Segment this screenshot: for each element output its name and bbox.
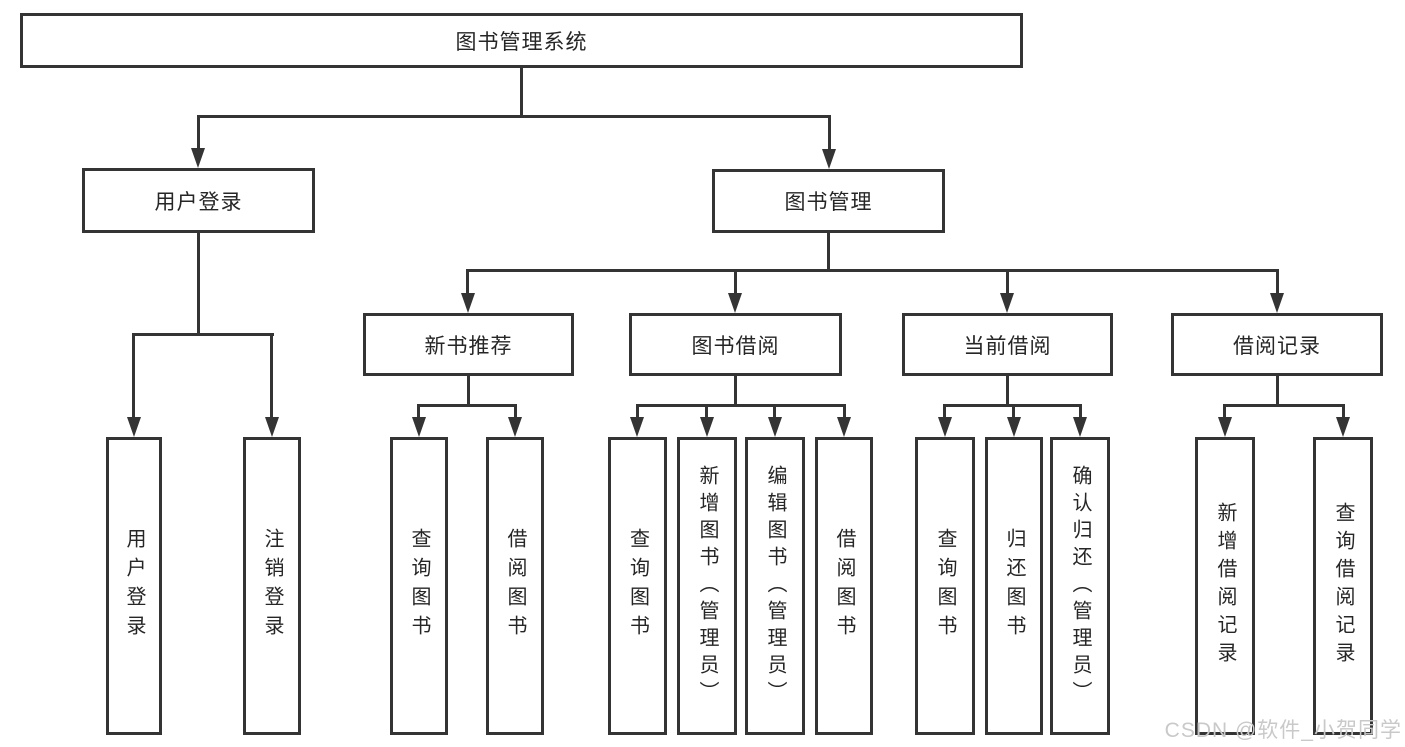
connector-line (1012, 404, 1015, 419)
connector-line (417, 404, 420, 419)
node-book-borrow: 图书借阅 (629, 313, 842, 376)
leaf-borrow-query-book: 查询图书 (608, 437, 667, 735)
connector-line (1276, 269, 1279, 296)
connector-line (1342, 404, 1345, 419)
arrow-down (127, 417, 141, 437)
connector-line (636, 404, 846, 407)
arrow-down (1007, 417, 1021, 437)
leaf-records-query-record: 查询借阅记录 (1313, 437, 1373, 735)
arrow-down (1000, 293, 1014, 313)
arrow-down (700, 417, 714, 437)
arrow-down (1336, 417, 1350, 437)
arrow-down (265, 417, 279, 437)
leaf-current-confirm-return-admin: 确认归还（管理员） (1050, 437, 1110, 735)
arrow-down (1218, 417, 1232, 437)
connector-line (1276, 376, 1279, 407)
leaf-borrow-edit-book-admin: 编辑图书（管理员） (745, 437, 805, 735)
node-book-management: 图书管理 (712, 169, 945, 233)
node-user-login: 用户登录 (82, 168, 315, 233)
node-current-borrow: 当前借阅 (902, 313, 1113, 376)
connector-line (197, 233, 200, 336)
connector-line (132, 333, 274, 336)
connector-line (827, 233, 830, 272)
connector-line (1079, 404, 1082, 419)
connector-line (467, 376, 470, 407)
connector-line (773, 404, 776, 419)
arrow-down (461, 293, 475, 313)
connector-line (132, 333, 135, 419)
arrow-down (938, 417, 952, 437)
connector-line (734, 269, 737, 296)
arrow-down (1270, 293, 1284, 313)
csdn-watermark: CSDN @软件_小贺同学 (1164, 719, 1402, 742)
connector-line (417, 404, 517, 407)
leaf-current-query-book: 查询图书 (915, 437, 975, 735)
connector-line (1223, 404, 1345, 407)
arrow-down (630, 417, 644, 437)
connector-line (197, 115, 831, 118)
connector-line (843, 404, 846, 419)
connector-line (270, 333, 273, 419)
leaf-borrow-borrow-book: 借阅图书 (815, 437, 873, 735)
connector-line (1223, 404, 1226, 419)
arrow-down (191, 148, 205, 168)
node-root-library-system: 图书管理系统 (20, 13, 1023, 68)
connector-line (828, 115, 831, 151)
connector-line (466, 269, 469, 296)
connector-line (734, 376, 737, 407)
connector-line (520, 68, 523, 118)
connector-line (1006, 376, 1009, 407)
connector-line (705, 404, 708, 419)
connector-line (943, 404, 946, 419)
arrow-down (728, 293, 742, 313)
connector-line (1006, 269, 1009, 296)
connector-line (514, 404, 517, 419)
leaf-recommend-borrow-book: 借阅图书 (486, 437, 544, 735)
node-borrow-records: 借阅记录 (1171, 313, 1383, 376)
connector-line (466, 269, 1279, 272)
arrow-down (1073, 417, 1087, 437)
arrow-down (768, 417, 782, 437)
leaf-user-login: 用户登录 (106, 437, 162, 735)
leaf-logout: 注销登录 (243, 437, 301, 735)
leaf-current-return-book: 归还图书 (985, 437, 1043, 735)
node-new-book-recommend: 新书推荐 (363, 313, 574, 376)
leaf-records-add-record: 新增借阅记录 (1195, 437, 1255, 735)
arrow-down (412, 417, 426, 437)
arrow-down (837, 417, 851, 437)
arrow-down (822, 149, 836, 169)
connector-line (636, 404, 639, 419)
connector-line (197, 115, 200, 151)
leaf-borrow-add-book-admin: 新增图书（管理员） (677, 437, 737, 735)
leaf-recommend-query-book: 查询图书 (390, 437, 448, 735)
arrow-down (508, 417, 522, 437)
